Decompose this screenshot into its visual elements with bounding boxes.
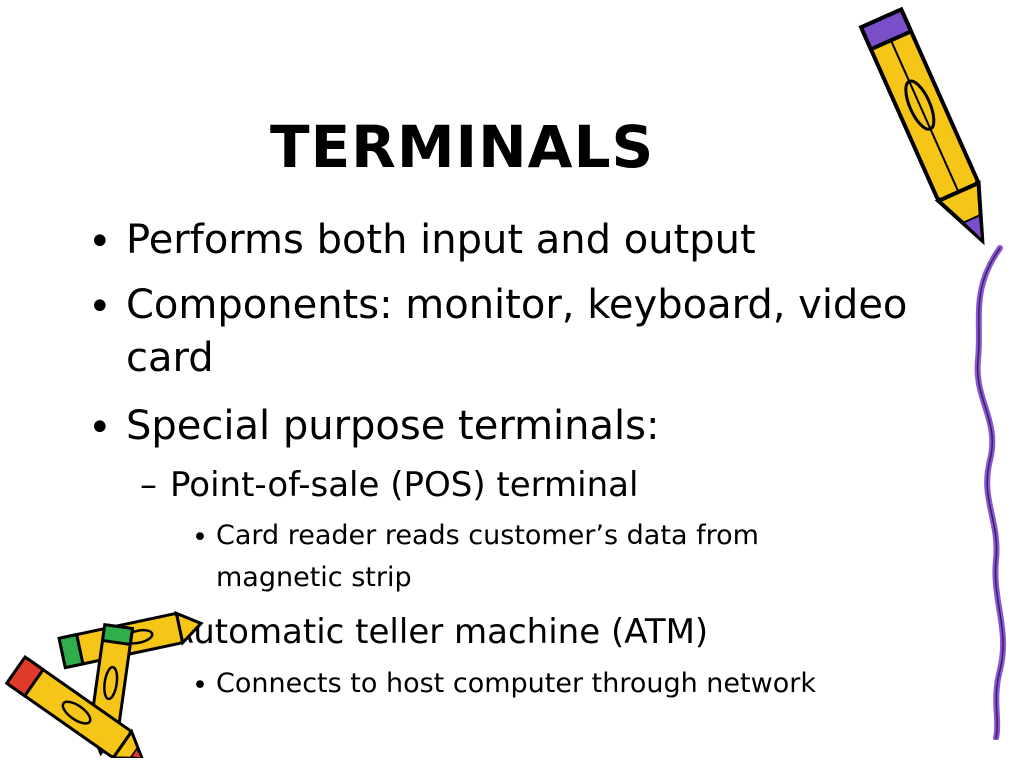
bullet-performs: Performs both input and output bbox=[126, 217, 756, 263]
dash-marker: – bbox=[140, 465, 157, 505]
crossed-pencils-icon bbox=[4, 610, 204, 758]
slide-title: TERMINALS bbox=[270, 113, 655, 181]
bullet-special-purpose: Special purpose terminals: bbox=[126, 403, 660, 449]
detail-card-reader-line2: magnetic strip bbox=[216, 562, 412, 593]
pencil-icon bbox=[858, 6, 1006, 740]
detail-card-reader-line1: Card reader reads customer’s data from bbox=[216, 520, 759, 551]
sub-bullet-atm: Automatic teller machine (ATM) bbox=[170, 612, 709, 652]
bullet-components-line2: card bbox=[126, 335, 214, 381]
bullet-marker: • bbox=[88, 284, 112, 330]
bullet-marker: • bbox=[192, 522, 208, 553]
detail-connects: Connects to host computer through networ… bbox=[216, 668, 816, 699]
sub-bullet-pos: Point-of-sale (POS) terminal bbox=[170, 465, 639, 505]
bullet-marker: • bbox=[88, 219, 112, 265]
bullet-components-line1: Components: monitor, keyboard, video bbox=[126, 282, 908, 328]
bullet-marker: • bbox=[88, 405, 112, 451]
bullet-marker: • bbox=[192, 670, 208, 701]
